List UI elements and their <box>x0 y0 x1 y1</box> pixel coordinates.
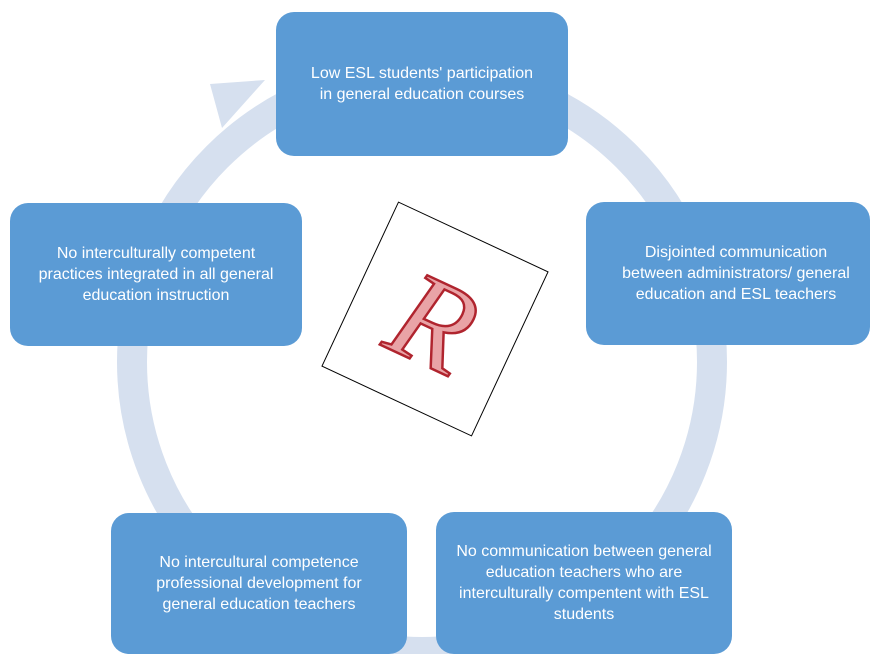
cycle-node-no-intercultural-practices: No interculturally competent practices i… <box>10 203 302 346</box>
r-stamp-image: R <box>321 201 549 437</box>
arrow-head-icon <box>210 80 265 128</box>
node-text: No intercultural competence professional… <box>156 554 362 613</box>
cycle-node-low-participation: Low ESL students' participation in gener… <box>276 12 568 156</box>
cycle-node-no-professional-development: No intercultural competence professional… <box>111 513 407 654</box>
cycle-node-no-communication: No communication between general educati… <box>436 512 732 654</box>
cycle-node-disjointed-communication: Disjointed communication between adminis… <box>586 202 870 345</box>
node-text: No communication between general educati… <box>456 543 712 623</box>
node-text: Low ESL students' participation in gener… <box>310 65 534 103</box>
node-text: No interculturally competent practices i… <box>38 245 274 304</box>
node-text: Disjointed communication between adminis… <box>622 244 850 303</box>
stamp-letter: R <box>368 243 498 403</box>
